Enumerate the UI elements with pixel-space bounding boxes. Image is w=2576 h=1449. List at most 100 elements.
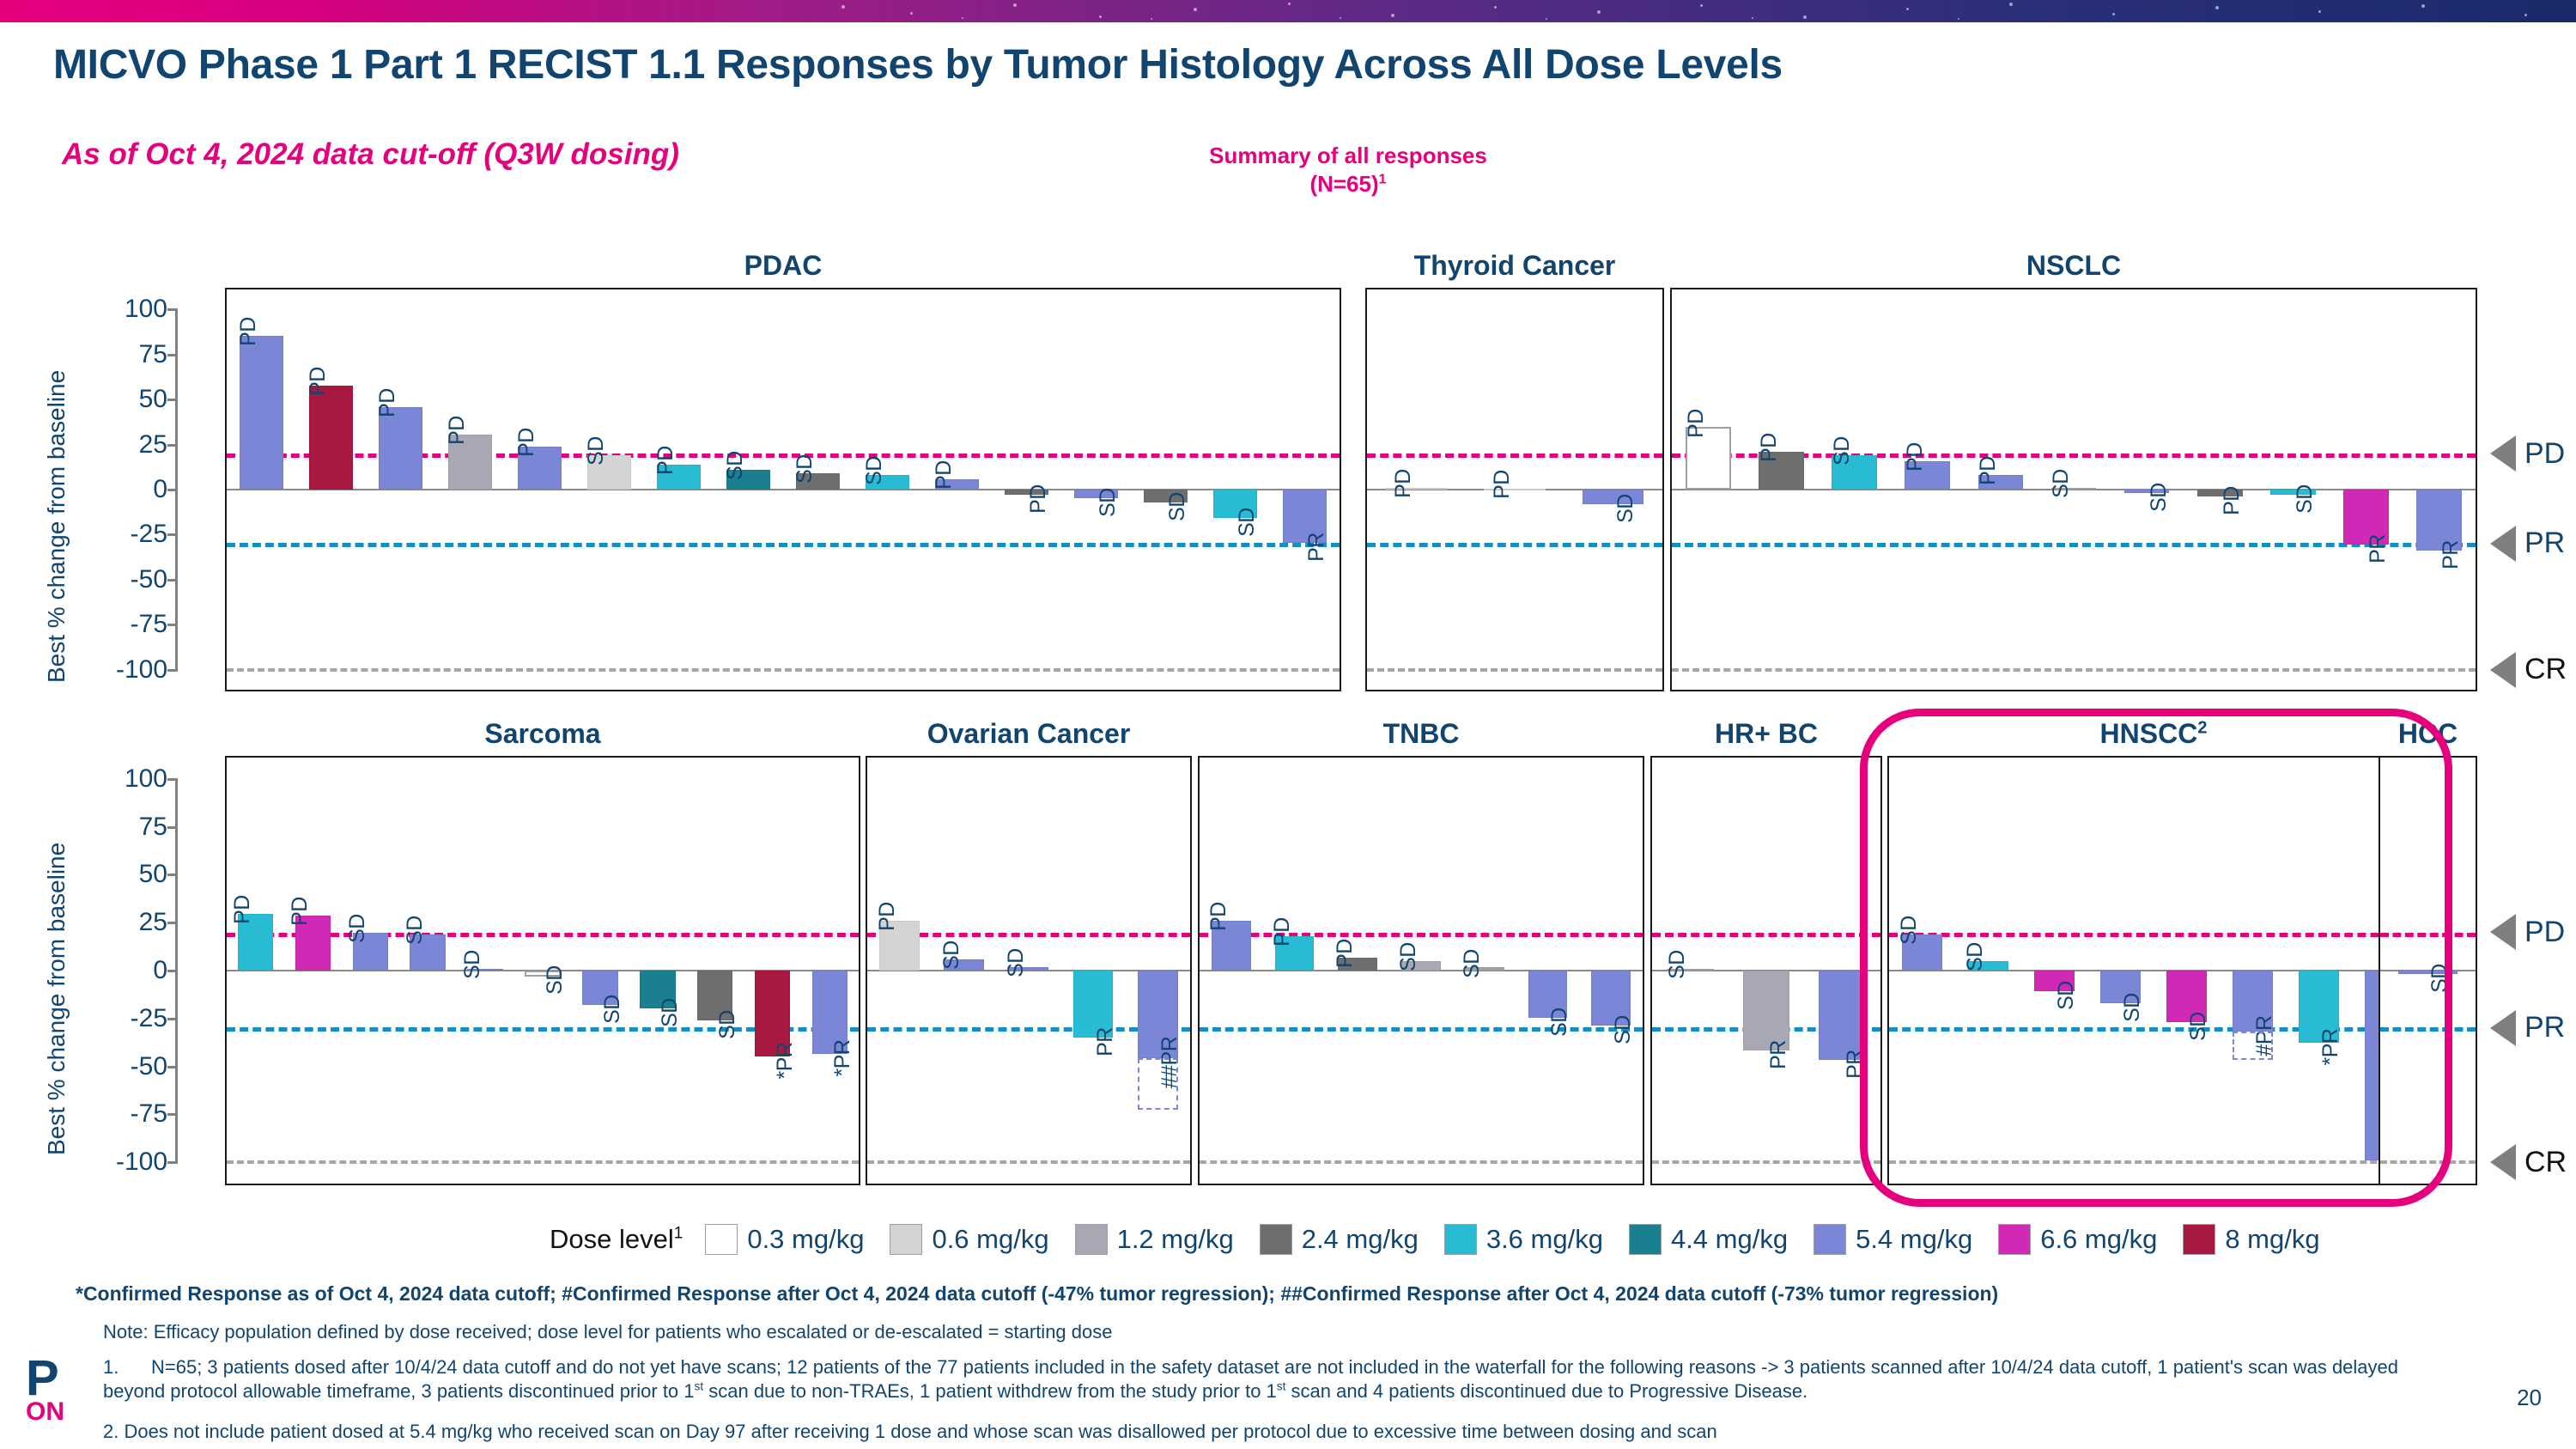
- legend-swatch: [1998, 1224, 2032, 1255]
- cr-threshold-line: [1652, 1160, 1880, 1165]
- bar-nsclc-1: PD: [1757, 433, 1804, 490]
- bar-hnscc-0: SD: [1897, 916, 1943, 971]
- bar-response-label: PD: [1902, 441, 1927, 472]
- y-tick-mark: [167, 1065, 178, 1068]
- bar-response-label: SD: [2427, 964, 2452, 994]
- bar-sarcoma-2: SD: [345, 914, 388, 971]
- bar-tnbc-3: SD: [1396, 942, 1441, 971]
- y-tick-mark: [167, 308, 178, 312]
- bar-response-label: PR: [1765, 1040, 1790, 1069]
- bar-response-label: SD: [1829, 436, 1854, 466]
- bar-ovarian-cancer-1: SD: [939, 941, 985, 971]
- pd-threshold-line: [1200, 932, 1643, 937]
- pd-threshold-line: [1652, 932, 1880, 937]
- bar-response-label: PD: [1269, 917, 1294, 947]
- bar-response-label: SD: [657, 998, 682, 1028]
- legend-label: 4.4 mg/kg: [1670, 1224, 1789, 1254]
- bar-sarcoma-9: *PR: [754, 971, 797, 1079]
- footnote-1-number: 1.: [103, 1356, 119, 1378]
- bar-response-label: PD: [1489, 470, 1514, 499]
- bar-response-label: SD: [2293, 484, 2318, 514]
- logo-on-mark: ON: [26, 1397, 64, 1427]
- bar-tnbc-5: SD: [1528, 971, 1571, 1037]
- bar-response-label: PR: [1304, 533, 1329, 563]
- y-tick-25: 25: [138, 429, 167, 459]
- bar-response-label: PD: [1756, 433, 1781, 463]
- banner-star: [1340, 17, 1342, 20]
- pr-threshold-line: [1200, 1027, 1643, 1032]
- bar-response-label: SD: [1003, 947, 1028, 977]
- bar-response-label: SD: [939, 940, 963, 970]
- legend-label: 5.4 mg/kg: [1856, 1224, 1973, 1254]
- bar-response-label: SD: [345, 913, 370, 943]
- bar-hnscc-6: *PR: [2298, 971, 2342, 1066]
- bar-response-label: SD: [1547, 1008, 1572, 1038]
- y-tick-mark: [167, 353, 178, 356]
- y-tick-mark: [167, 970, 178, 972]
- marker-label: PR: [2524, 527, 2566, 560]
- zero-baseline: [1672, 489, 2476, 490]
- legend-swatch: [1628, 1224, 1662, 1255]
- bar-response-label: PR: [2366, 534, 2391, 564]
- bar-response-label: SD: [403, 916, 428, 945]
- y-tick-50: 50: [138, 860, 167, 889]
- bar-thyroid-cancer-2: SD: [1583, 490, 1644, 523]
- bar-hcc-0: SD: [2398, 965, 2458, 993]
- zero-baseline: [1889, 970, 2418, 971]
- bar-nsclc-6: SD: [2123, 483, 2171, 512]
- bar-nsclc-10: PR: [2416, 490, 2463, 569]
- logo-p-mark: P: [26, 1350, 59, 1406]
- bar-pdac-13: SD: [1144, 490, 1189, 521]
- bar-sarcoma-8: SD: [696, 971, 739, 1038]
- bar-tnbc-1: PD: [1270, 917, 1315, 971]
- legend-swatch: [890, 1224, 923, 1255]
- bar-response-label: SD: [1963, 942, 1988, 971]
- banner-star: [962, 17, 964, 20]
- y-tick-mark: [167, 668, 178, 672]
- banner-star: [1700, 4, 1703, 7]
- banner-star: [1494, 6, 1497, 9]
- bar-pdac-2: PD: [375, 388, 422, 490]
- bar-response-label: *PR: [829, 1039, 854, 1077]
- bar-response-label: PD: [375, 388, 400, 418]
- footnote-note: Note: Efficacy population defined by dos…: [103, 1321, 1113, 1342]
- bar-response-label: SD: [2186, 1011, 2211, 1041]
- bar-pdac-10: PD: [932, 460, 979, 490]
- pr-threshold-line: [1672, 543, 2476, 548]
- bar-response-label: SD: [1165, 491, 1190, 521]
- bar-hnscc-2: SD: [2033, 971, 2078, 1010]
- bar-response-label: SD: [1613, 493, 1637, 523]
- chart-title: HNSCC2: [2099, 718, 2208, 749]
- legend-label: 0.6 mg/kg: [932, 1224, 1049, 1254]
- bar-tnbc-6: SD: [1591, 971, 1635, 1044]
- banner-star: [2112, 13, 2115, 15]
- decorative-top-banner: [0, 0, 2576, 22]
- bar-pdac-8: SD: [793, 454, 840, 490]
- banner-star: [910, 12, 913, 15]
- legend-swatch: [1259, 1224, 1292, 1255]
- y-tick-75: 75: [138, 812, 167, 841]
- bar-response-label: PD: [230, 894, 255, 924]
- bar-pdac-5: SD: [584, 437, 631, 490]
- footnote-1-body: N=65; 3 patients dosed after 10/4/24 dat…: [103, 1356, 2399, 1403]
- bar-nsclc-9: PR: [2342, 490, 2390, 563]
- y-tick-mark: [167, 874, 178, 877]
- bar-nsclc-3: PD: [1903, 442, 1951, 490]
- summary-line-1: Summary of all responses: [1209, 143, 1487, 168]
- bar-response-label: SD: [1611, 1015, 1636, 1045]
- bar-response-label: *PR: [2318, 1028, 2343, 1066]
- pr-threshold-line: [1367, 543, 1662, 548]
- bar-hnscc-5: #PR: [2232, 971, 2276, 1056]
- y-tick--50: -50: [130, 1051, 167, 1081]
- banner-star: [2524, 14, 2527, 16]
- bar-response-label: PD: [236, 317, 261, 346]
- bar-sarcoma-10: *PR: [811, 971, 854, 1077]
- banner-star: [1906, 8, 1909, 10]
